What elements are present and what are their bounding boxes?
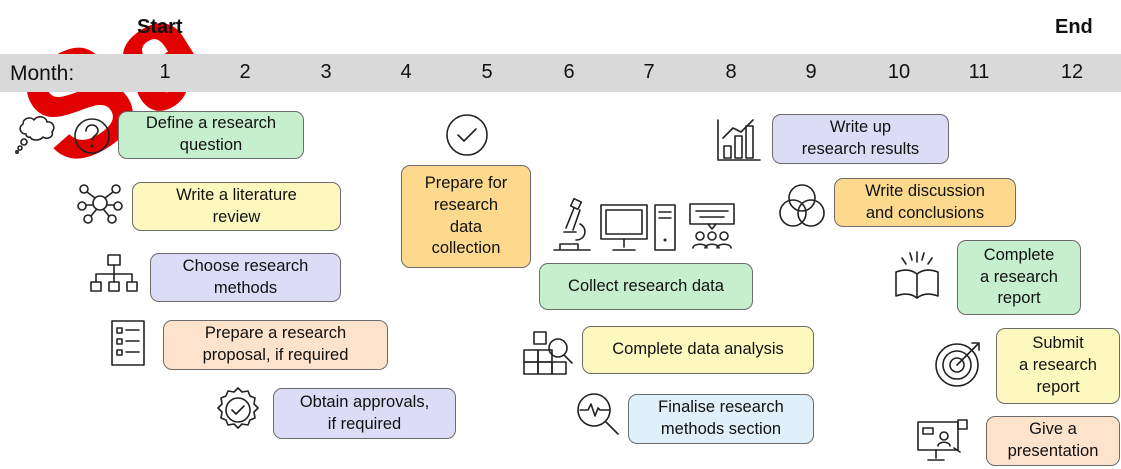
task-collect-data: Collect research data [539, 263, 753, 310]
month-tick: 6 [563, 61, 575, 83]
checkmark-circle-icon [444, 112, 490, 158]
network-icon [76, 182, 124, 224]
timeline-bar [0, 54, 1121, 92]
hierarchy-icon [88, 253, 140, 299]
task-give-presentation: Give a presentation [986, 416, 1120, 466]
presentation-screen-icon [914, 418, 970, 464]
task-write-discussion: Write discussion and conclusions [834, 178, 1016, 227]
task-prepare-collection: Prepare for research data collection [401, 165, 531, 268]
end-label: End [1055, 16, 1093, 38]
task-literature-review: Write a literature review [132, 182, 341, 231]
task-submit-report: Submit a research report [996, 328, 1120, 404]
task-obtain-approvals: Obtain approvals, if required [273, 388, 456, 439]
task-data-analysis: Complete data analysis [582, 326, 814, 374]
month-tick: 9 [805, 61, 817, 83]
start-label: Start [137, 16, 183, 38]
task-write-results: Write up research results [772, 114, 949, 164]
approval-seal-icon [213, 385, 263, 435]
microscope-icon [550, 196, 594, 256]
month-axis-label: Month: [10, 62, 75, 85]
audience-presentation-icon [686, 202, 738, 256]
computer-icon [599, 202, 681, 254]
month-tick: 3 [320, 61, 332, 83]
thought-cloud-icon [14, 112, 64, 154]
open-book-icon [892, 250, 942, 300]
month-tick: 7 [643, 61, 655, 83]
month-tick: 8 [725, 61, 737, 83]
month-tick: 12 [1060, 61, 1084, 83]
month-tick: 4 [400, 61, 412, 83]
month-tick: 10 [887, 61, 911, 83]
target-icon [932, 336, 986, 390]
task-finalise-methods: Finalise research methods section [628, 394, 814, 444]
task-choose-methods: Choose research methods [150, 253, 341, 302]
boxes-magnifier-icon [520, 326, 576, 378]
checklist-icon [108, 318, 148, 368]
month-tick: 2 [239, 61, 251, 83]
month-tick: 11 [968, 61, 990, 83]
bar-chart-icon [716, 118, 762, 162]
pulse-magnifier-icon [574, 390, 622, 438]
task-complete-report: Complete a research report [957, 240, 1081, 315]
month-tick: 1 [159, 61, 171, 83]
question-mark-icon [72, 116, 112, 156]
task-define-question: Define a research question [118, 111, 304, 159]
task-prepare-proposal: Prepare a research proposal, if required [163, 320, 388, 370]
month-tick: 5 [481, 61, 493, 83]
venn-diagram-icon [777, 182, 827, 230]
